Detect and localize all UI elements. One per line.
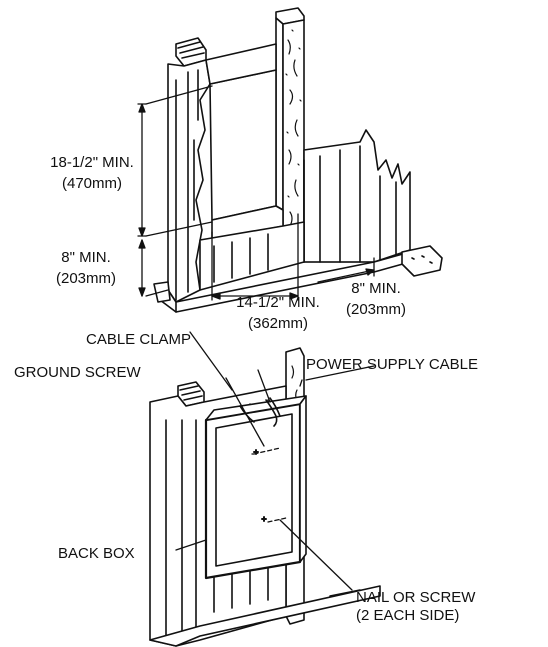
- leader-lines: [175, 331, 375, 591]
- label-nail-or-screw-note: (2 EACH SIDE): [356, 607, 460, 624]
- label-cable-clamp: CABLE CLAMP: [86, 331, 192, 348]
- dim-label-opening-height: 18-1/2" MIN.: [50, 154, 134, 171]
- dim-label-opening-width-mm: (362mm): [247, 315, 308, 332]
- dim-label-floor-height: 8" MIN.: [61, 249, 111, 266]
- dim-label-floor-height-mm: (203mm): [55, 270, 116, 287]
- bottom-wall-framing: [149, 347, 381, 647]
- dim-label-side-clearance: 8" MIN.: [351, 280, 401, 297]
- dim-label-side-clearance-mm: (203mm): [345, 301, 406, 318]
- label-ground-screw: GROUND SCREW: [14, 364, 141, 381]
- label-power-supply-cable: POWER SUPPLY CABLE: [306, 356, 479, 373]
- label-back-box: BACK BOX: [58, 545, 135, 562]
- label-nail-or-screw: NAIL OR SCREW: [356, 589, 476, 606]
- dim-label-opening-width: 14-1/2" MIN.: [236, 294, 320, 311]
- dimension-lines: [137, 85, 375, 301]
- dim-label-opening-height-mm: (470mm): [61, 175, 122, 192]
- top-wall-framing: [153, 7, 443, 313]
